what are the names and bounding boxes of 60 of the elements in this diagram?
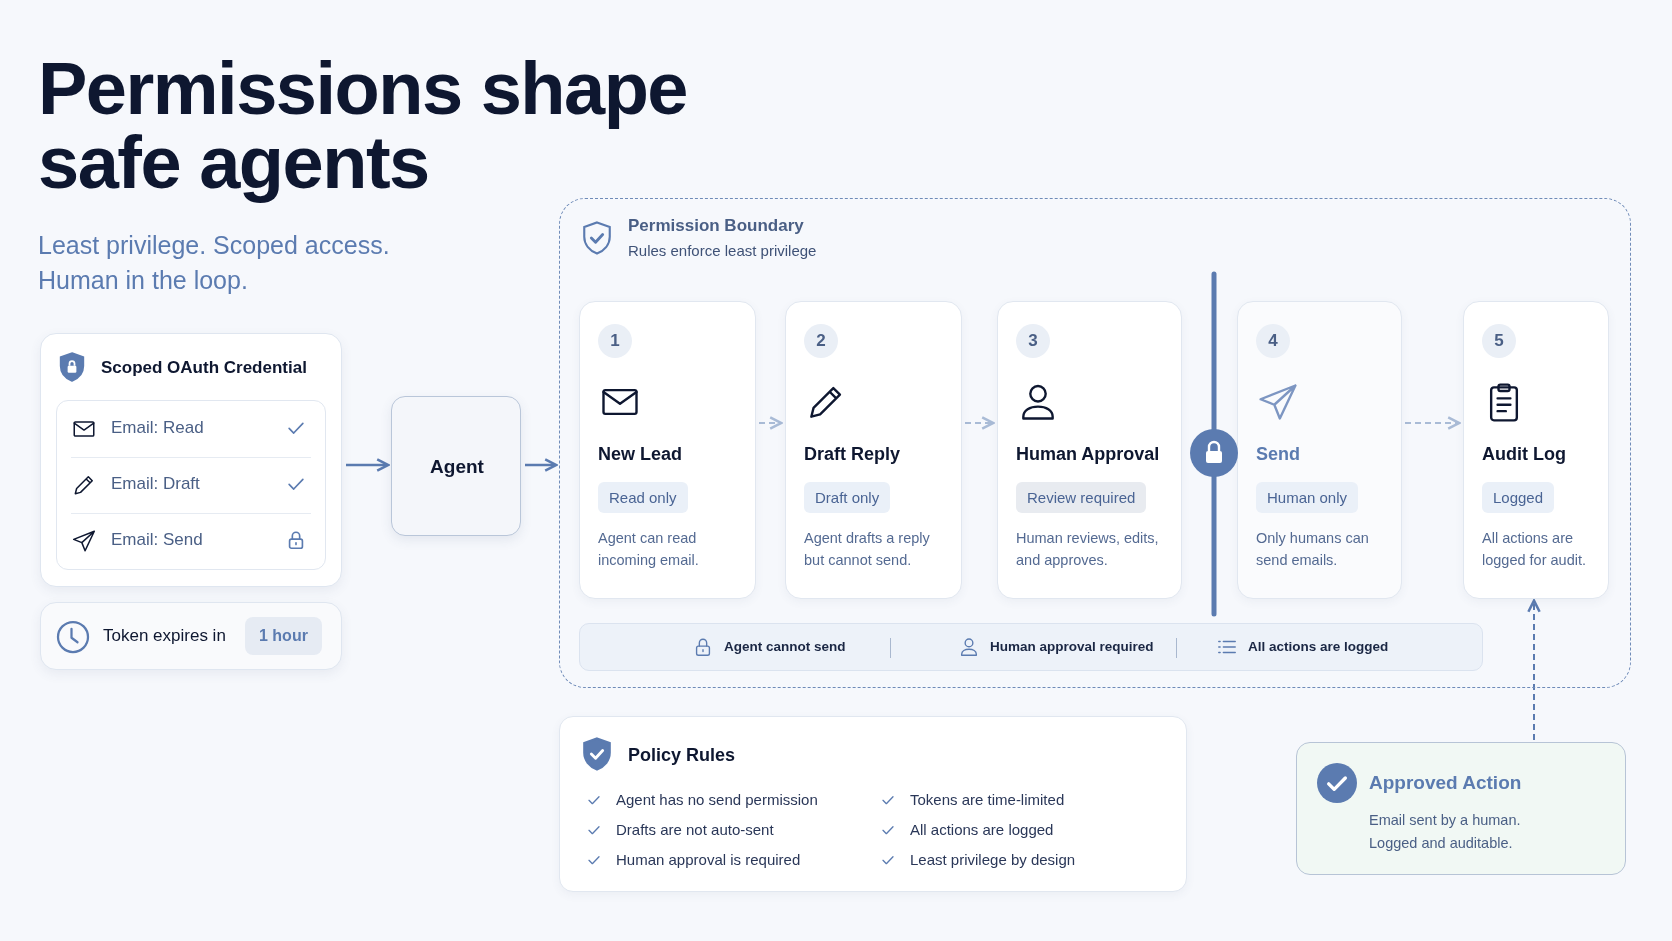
step-card bbox=[1237, 301, 1402, 599]
status-tag: Draft only bbox=[804, 482, 891, 513]
status-tag: Read only bbox=[598, 482, 688, 513]
step-number: 2 bbox=[804, 324, 838, 358]
step-card bbox=[579, 301, 756, 599]
status-note: Human approval required bbox=[990, 639, 1154, 654]
step-description: Agent can read incoming email. bbox=[598, 529, 700, 570]
step-title: Audit Log bbox=[1482, 444, 1566, 465]
boundary-subtitle: Rules enforce least privilege bbox=[628, 242, 817, 259]
step-number: 4 bbox=[1256, 324, 1290, 358]
arrow bbox=[1527, 599, 1541, 741]
step-number: 3 bbox=[1016, 324, 1050, 358]
arrow bbox=[758, 416, 783, 430]
policy-rule: Tokens are time-limited bbox=[910, 791, 1065, 808]
step-number: 5 bbox=[1482, 324, 1516, 358]
arrow bbox=[525, 458, 558, 472]
arrow bbox=[346, 458, 390, 472]
step-number: 1 bbox=[598, 324, 632, 358]
agent-box bbox=[391, 396, 521, 536]
policy-rule: Least privilege by design bbox=[910, 851, 1076, 868]
card-title: Approved Action bbox=[1369, 772, 1522, 794]
credential-card bbox=[40, 333, 342, 587]
policy-rule: Drafts are not auto-sent bbox=[616, 821, 774, 838]
step-title: Draft Reply bbox=[804, 444, 901, 465]
subtitle: Least privilege. Scoped access. Human in the loop. bbox=[38, 230, 391, 296]
permission-boundary bbox=[559, 198, 1631, 688]
policy-card bbox=[559, 716, 1187, 892]
step-card bbox=[1463, 301, 1609, 599]
duration-tag: 1 hour bbox=[245, 617, 322, 655]
policy-rule: All actions are logged bbox=[910, 821, 1054, 838]
token-card bbox=[40, 602, 342, 670]
status-tag: Logged bbox=[1482, 482, 1555, 513]
boundary-title: Permission Boundary bbox=[628, 216, 804, 236]
step-description: Human reviews, edits, and approves. bbox=[1016, 529, 1160, 570]
scope-label: Email: Draft bbox=[111, 474, 200, 494]
status-tag: Review required bbox=[1016, 482, 1147, 513]
scope-label: Email: Read bbox=[111, 418, 204, 438]
approved-action-card bbox=[1296, 742, 1626, 875]
step-title: Send bbox=[1256, 444, 1300, 465]
scope-label: Email: Send bbox=[111, 530, 203, 550]
policy-rule: Agent has no send permission bbox=[616, 791, 818, 808]
status-note: Agent cannot send bbox=[724, 639, 846, 654]
step-title: Human Approval bbox=[1016, 444, 1160, 465]
step-description: All actions are logged for audit. bbox=[1482, 529, 1587, 570]
arrow bbox=[964, 416, 995, 430]
card-description: Email sent by a human. Logged and auditable. bbox=[1369, 811, 1522, 854]
token-text: Token expires in bbox=[103, 626, 226, 646]
step-title: New Lead bbox=[598, 444, 683, 465]
step-card bbox=[997, 301, 1182, 599]
status-tag: Human only bbox=[1256, 482, 1359, 513]
card-title: Policy Rules bbox=[628, 745, 736, 766]
step-description: Agent drafts a reply but cannot send. bbox=[804, 529, 931, 570]
status-bar bbox=[579, 623, 1483, 671]
policy-rule: Human approval is required bbox=[616, 851, 801, 868]
arrow bbox=[1404, 416, 1461, 430]
step-card bbox=[785, 301, 962, 599]
status-note: All actions are logged bbox=[1248, 639, 1389, 654]
step-description: Only humans can send emails. bbox=[1256, 529, 1370, 570]
card-title: Scoped OAuth Credential bbox=[101, 358, 307, 378]
node-label: Agent bbox=[429, 455, 485, 479]
